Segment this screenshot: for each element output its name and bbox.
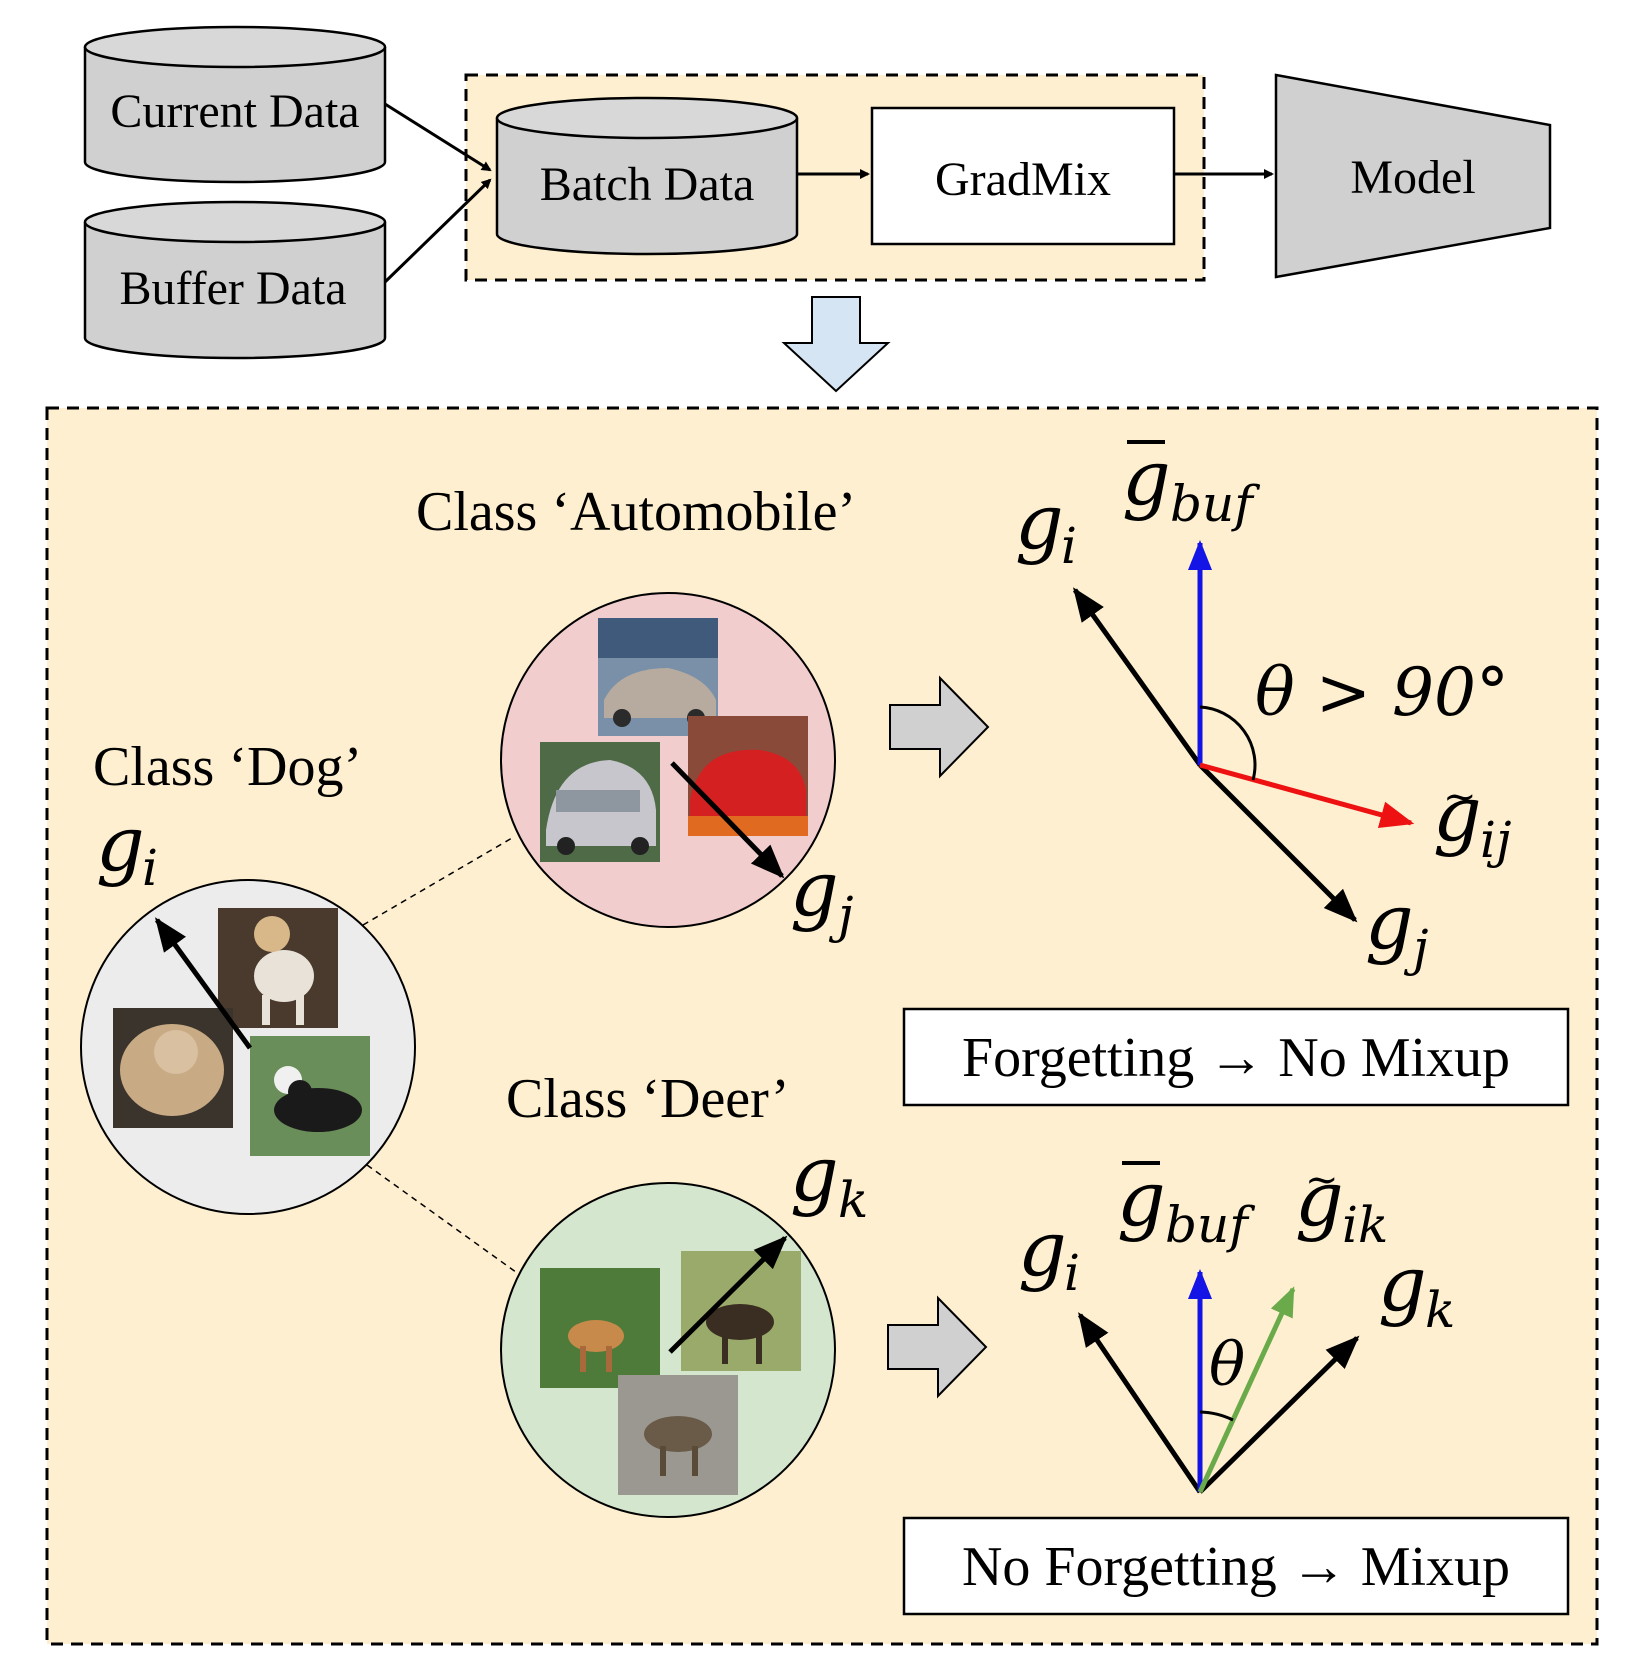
no-forgetting-gik-label: ~ g ik bbox=[1295, 1154, 1388, 1254]
batch-data-cylinder: Batch Data bbox=[495, 96, 799, 256]
buffer-data-label: Buffer Data bbox=[119, 262, 346, 315]
forgetting-gij-vector bbox=[1199, 762, 1415, 829]
gradmix-box bbox=[870, 106, 1176, 246]
svg-text:g: g bbox=[1433, 769, 1482, 858]
no-forgetting-angle-label: θ bbox=[1209, 1330, 1245, 1400]
deer-image-2 bbox=[681, 1251, 801, 1371]
svg-text:g: g bbox=[1018, 1204, 1067, 1293]
svg-text:g: g bbox=[790, 844, 839, 933]
svg-text:g: g bbox=[1122, 433, 1171, 522]
class-deer-label: Class ‘Deer’ bbox=[506, 1068, 790, 1130]
class-automobile-label: Class ‘Automobile’ bbox=[416, 481, 856, 543]
no-forgetting-gik-vector bbox=[1197, 1286, 1296, 1494]
automobile-gj-arrow bbox=[670, 761, 785, 879]
svg-text:g: g bbox=[1015, 477, 1064, 566]
automobile-gj-label: g j bbox=[790, 844, 854, 944]
buffer-to-batch-arrow bbox=[383, 178, 492, 284]
forgetting-gij-label: ~ g ij bbox=[1433, 769, 1512, 869]
no-forgetting-gk-label: g k bbox=[1378, 1239, 1455, 1339]
class-dog-label: Class ‘Dog’ bbox=[93, 736, 362, 798]
buffer-data-cylinder: Buffer Data bbox=[83, 200, 387, 360]
dog-cluster bbox=[80, 879, 416, 1215]
car-image-2 bbox=[688, 716, 808, 836]
svg-text:~: ~ bbox=[1305, 1157, 1339, 1203]
current-data-cylinder: Current Data bbox=[83, 25, 387, 184]
automobile-cluster bbox=[500, 592, 836, 928]
no-forgetting-vector-diagram: g i g buf ~ g ik g k θ bbox=[1018, 1154, 1455, 1494]
svg-text:ik: ik bbox=[1342, 1196, 1388, 1254]
forgetting-gi-label: g i bbox=[1015, 477, 1077, 575]
deer-image-1 bbox=[540, 1268, 660, 1388]
svg-text:g: g bbox=[1365, 877, 1414, 966]
no-forgetting-gi-label: g i bbox=[1018, 1204, 1080, 1302]
forgetting-gi-vector bbox=[1072, 587, 1203, 767]
forgetting-angle-arc bbox=[1199, 705, 1257, 781]
batch-data-label: Batch Data bbox=[540, 158, 755, 211]
dog-image-3 bbox=[250, 1036, 370, 1156]
forgetting-result-label: Forgetting → No Mixup bbox=[962, 1027, 1510, 1089]
svg-text:g: g bbox=[96, 799, 145, 888]
svg-text:g: g bbox=[790, 1129, 839, 1218]
deer-gk-label: g k bbox=[790, 1129, 868, 1229]
svg-text:~: ~ bbox=[1443, 774, 1477, 820]
car-image-3 bbox=[540, 742, 660, 862]
deer-gk-arrow bbox=[668, 1235, 788, 1354]
dog-deer-connector bbox=[366, 1164, 521, 1276]
svg-text:k: k bbox=[838, 1171, 868, 1229]
svg-text:i: i bbox=[1064, 1244, 1080, 1302]
current-to-batch-arrow bbox=[384, 102, 492, 172]
dog-automobile-connector bbox=[362, 837, 513, 926]
down-arrow bbox=[781, 296, 891, 393]
forgetting-result-box bbox=[902, 1007, 1570, 1107]
dog-gi-label: g i bbox=[96, 799, 158, 897]
svg-text:g: g bbox=[1295, 1154, 1344, 1243]
svg-text:g: g bbox=[1117, 1154, 1166, 1243]
no-forgetting-angle-arc bbox=[1199, 1410, 1234, 1422]
forgetting-vector-diagram: g i g buf ~ g ij g j θ > 90° bbox=[1015, 433, 1512, 977]
svg-text:i: i bbox=[1061, 517, 1077, 575]
model-label: Model bbox=[1350, 151, 1475, 204]
svg-text:k: k bbox=[1425, 1281, 1455, 1339]
forgetting-gj-vector bbox=[1198, 763, 1358, 923]
svg-text:ij: ij bbox=[1480, 811, 1512, 869]
no-forgetting-result-label: No Forgetting → Mixup bbox=[962, 1536, 1510, 1598]
svg-text:buf: buf bbox=[1165, 1196, 1255, 1254]
deer-image-3 bbox=[618, 1375, 738, 1495]
forgetting-gj-label: g j bbox=[1365, 877, 1429, 977]
gradmix-label: GradMix bbox=[935, 153, 1111, 206]
no-forgetting-gk-vector bbox=[1198, 1335, 1360, 1494]
right-arrow-no-forgetting bbox=[887, 1295, 988, 1399]
current-data-label: Current Data bbox=[110, 85, 359, 138]
dog-image-2 bbox=[113, 1008, 233, 1128]
no-forgetting-result-box bbox=[902, 1516, 1570, 1616]
right-arrow-forgetting bbox=[889, 675, 990, 779]
svg-text:g: g bbox=[1378, 1239, 1427, 1328]
deer-cluster bbox=[500, 1182, 836, 1518]
no-forgetting-gi-vector bbox=[1077, 1312, 1203, 1494]
svg-text:i: i bbox=[142, 839, 158, 897]
model-shape bbox=[1274, 73, 1552, 279]
car-image-1 bbox=[598, 618, 718, 736]
forgetting-gbuf-label: g buf bbox=[1122, 433, 1260, 533]
forgetting-angle-label: θ > 90° bbox=[1255, 654, 1509, 731]
dog-gi-arrow bbox=[154, 917, 253, 1050]
no-forgetting-gbuf-label: g buf bbox=[1117, 1154, 1255, 1254]
dog-image-1 bbox=[218, 908, 338, 1028]
svg-text:buf: buf bbox=[1170, 475, 1260, 533]
